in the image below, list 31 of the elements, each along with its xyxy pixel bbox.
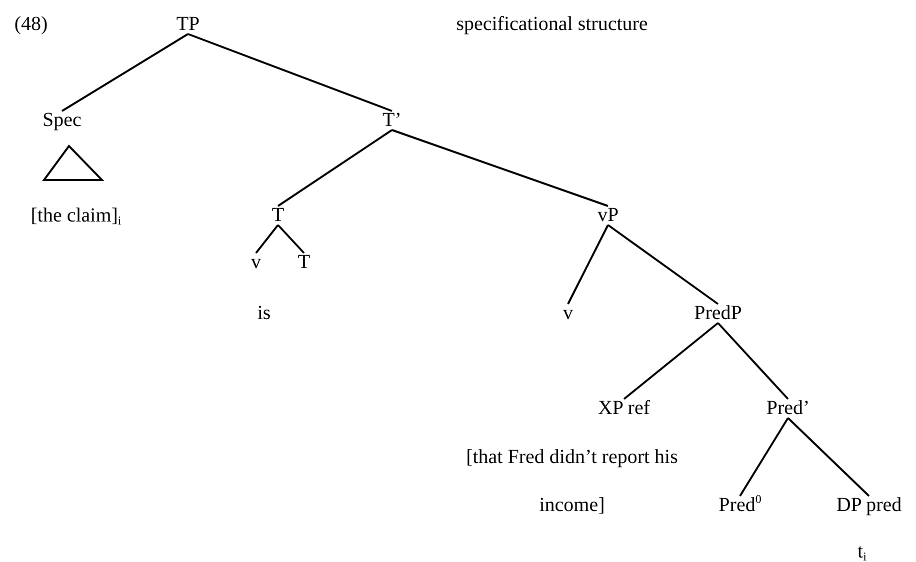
trace-text: t$_{i}$ <box>858 540 866 562</box>
tree-node-label: v <box>251 251 261 273</box>
tree-node-label: TP <box>176 13 200 35</box>
tree-branch <box>717 322 789 400</box>
tree-branch <box>392 129 608 207</box>
tree-branch <box>61 33 189 112</box>
tree-branch <box>277 224 305 254</box>
tree-node-label: vP <box>597 204 619 226</box>
tree-node-label: XP ref <box>598 397 650 419</box>
tree-node-label: PredP <box>694 302 742 324</box>
tree-branch <box>188 33 392 112</box>
tree-branch <box>255 224 279 254</box>
tree-node-label: T’ <box>382 109 402 131</box>
tree-branch <box>623 322 719 400</box>
tree-branch <box>277 129 393 207</box>
tree-node-label: Spec <box>42 109 82 131</box>
tree-branch <box>739 417 789 497</box>
tree-node-label: T <box>298 251 310 273</box>
tree-node-label: T <box>272 204 284 226</box>
tree-branch <box>567 224 609 304</box>
tree-node-label: Pred$^{0}$ <box>718 494 762 516</box>
tree-branch <box>787 417 870 497</box>
clause-text: [that Fred didn’t report his income] <box>465 445 679 518</box>
tree-node-label: Pred’ <box>766 397 810 419</box>
constituent-text: [the claim]$_{i}$ <box>30 204 122 228</box>
word-text: is <box>257 302 271 324</box>
tree-branch <box>607 224 719 305</box>
example-number: (48) <box>14 13 48 35</box>
tree-caption: specificational structure <box>456 13 648 35</box>
tree-node-label: DP pred <box>836 494 902 516</box>
tree-node-label: v <box>563 302 573 324</box>
